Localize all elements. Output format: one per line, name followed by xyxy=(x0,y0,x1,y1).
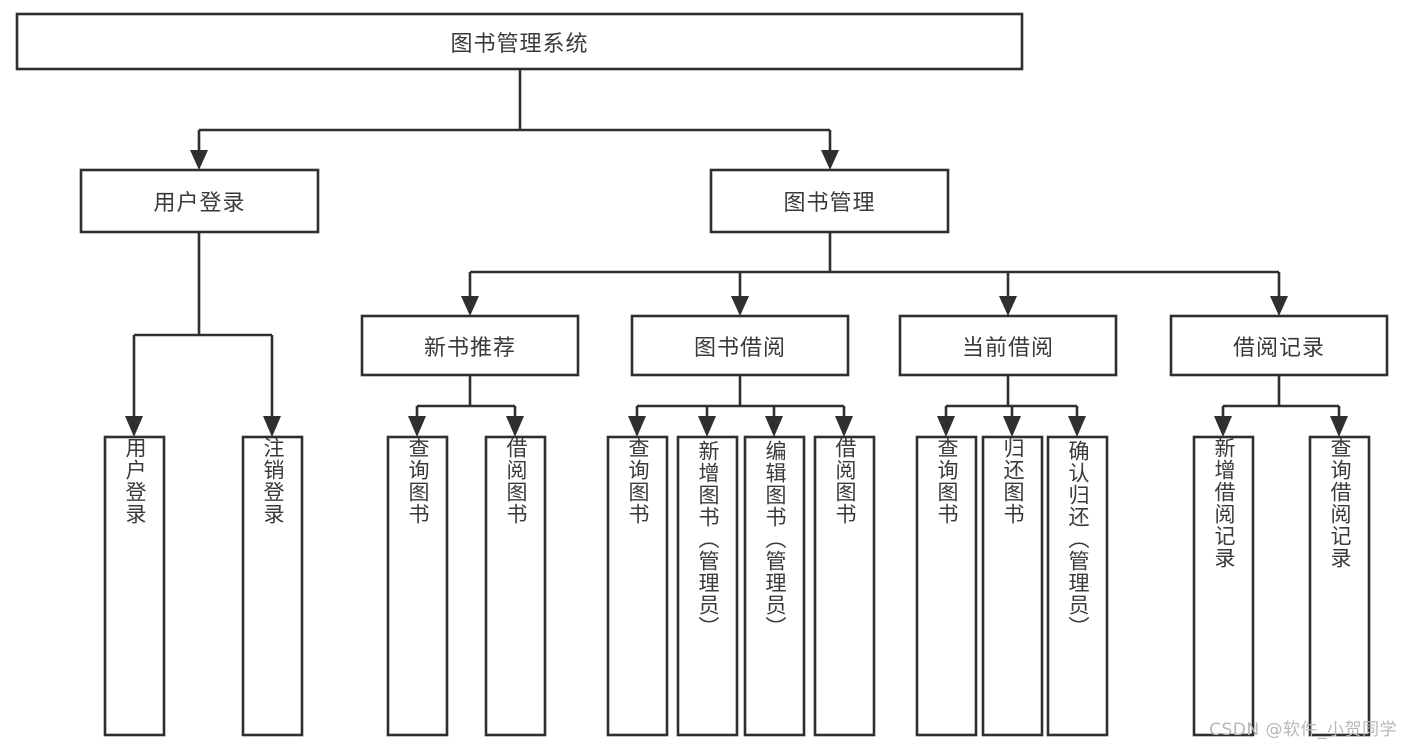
arrowhead-leaf-borrow-1 xyxy=(628,416,646,437)
node-box-user-login[interactable] xyxy=(79,168,320,234)
arrowhead-new-book xyxy=(461,296,479,316)
node-box-root[interactable] xyxy=(15,12,1024,71)
arrowhead-leaf-borrow-4 xyxy=(835,416,853,437)
arrowhead-leaf-borrow-2 xyxy=(698,416,716,437)
node-box-leaf-borrow-book[interactable] xyxy=(813,435,876,737)
node-box-borrow-record[interactable] xyxy=(1169,314,1389,377)
node-box-leaf-query-book-current[interactable] xyxy=(915,435,978,737)
node-box-leaf-confirm-return-admin[interactable] xyxy=(1046,435,1109,737)
node-box-book-borrow[interactable] xyxy=(630,314,850,377)
arrowhead-record xyxy=(1270,296,1288,316)
node-box-leaf-edit-book-admin[interactable] xyxy=(743,435,806,737)
arrowhead-leaf-newbook-1 xyxy=(408,416,426,437)
arrowhead-leaf-newbook-2 xyxy=(506,416,524,437)
arrowhead-leaf-user-login-1 xyxy=(125,416,143,437)
node-box-leaf-query-book-newbook[interactable] xyxy=(386,435,449,737)
node-box-leaf-borrow-book-newbook[interactable] xyxy=(484,435,547,737)
node-box-leaf-return-book[interactable] xyxy=(981,435,1044,737)
node-box-leaf-logout[interactable] xyxy=(241,435,304,737)
arrowhead-current xyxy=(999,296,1017,316)
node-box-book-management[interactable] xyxy=(709,168,950,234)
node-box-leaf-add-book-admin[interactable] xyxy=(676,435,739,737)
node-box-leaf-add-borrow-record[interactable] xyxy=(1192,435,1255,737)
arrowhead-leaf-borrow-3 xyxy=(765,416,783,437)
arrowhead-borrow xyxy=(731,296,749,316)
arrowhead-leaf-record-1 xyxy=(1214,416,1232,437)
arrowhead-leaf-current-1 xyxy=(937,416,955,437)
arrowhead-leaf-user-login-2 xyxy=(263,416,281,437)
node-box-leaf-query-borrow-record[interactable] xyxy=(1308,435,1371,737)
arrowhead-book-mgmt xyxy=(821,150,839,170)
arrowhead-leaf-current-3 xyxy=(1068,416,1086,437)
arrowhead-leaf-record-2 xyxy=(1330,416,1348,437)
node-box-new-book-recommend[interactable] xyxy=(360,314,580,377)
node-box-current-borrow[interactable] xyxy=(898,314,1118,377)
node-box-leaf-user-login[interactable] xyxy=(103,435,166,737)
node-box-leaf-query-book-borrow[interactable] xyxy=(606,435,669,737)
arrowhead-user-login xyxy=(190,150,208,170)
arrowhead-leaf-current-2 xyxy=(1003,416,1021,437)
